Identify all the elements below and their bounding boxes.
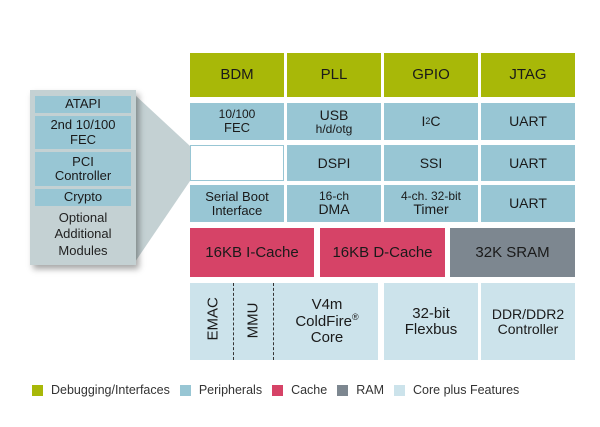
module-atapi: ATAPI (35, 96, 131, 113)
caption-line1: Optional (58, 210, 108, 225)
caption-line2: Additional (54, 226, 112, 242)
i2c-tail: C (430, 113, 441, 130)
usb-line1: USB (319, 106, 349, 123)
emac-label: EMAC (204, 297, 222, 341)
legend: Debugging/Interfaces Peripherals Cache R… (32, 383, 529, 397)
legend-label-peripherals: Peripherals (198, 383, 263, 397)
block-dma: 16-ch DMA (287, 185, 381, 222)
block-timer: 4-ch. 32-bit Timer (384, 185, 478, 222)
module-2nd-fec: 2nd 10/100 FEC (35, 116, 131, 149)
caption-line3: Modules (58, 242, 108, 258)
block-fec: 10/100 FEC (190, 103, 284, 140)
mmu-divider (273, 283, 274, 360)
block-bdm: BDM (190, 53, 284, 97)
fec-line2: FEC (224, 119, 250, 135)
timer-line2: Timer (413, 201, 449, 218)
block-dcache: 16KB D-Cache (320, 228, 445, 277)
boot-line2: Interface (211, 202, 263, 218)
optional-modules-panel: ATAPI 2nd 10/100 FEC PCI Controller Cryp… (30, 90, 136, 265)
module-crypto: Crypto (35, 189, 131, 206)
legend-cache: Cache (272, 383, 327, 397)
block-jtag: JTAG (481, 53, 575, 97)
module-pci-line1: PCI (72, 153, 94, 169)
legend-label-cache: Cache (291, 383, 328, 397)
legend-peripherals: Peripherals (179, 383, 263, 397)
legend-swatch-peripherals (179, 384, 191, 396)
ddr-line1: DDR/DDR2 (491, 305, 565, 322)
core-line1: V4m (311, 296, 343, 314)
core-line2: ColdFire (295, 313, 353, 331)
block-uart-2: UART (481, 145, 575, 181)
mmu-label: MMU (244, 302, 262, 339)
legend-swatch-cache (272, 384, 284, 396)
fec-line1: 10/100 (218, 107, 256, 122)
block-dspi: DSPI (287, 145, 381, 181)
block-empty-slot (190, 145, 284, 181)
legend-debugging: Debugging/Interfaces (32, 383, 170, 397)
block-ddr-controller: DDR/DDR2 Controller (481, 283, 575, 360)
i2c-sup: 2 (425, 115, 431, 126)
block-pll: PLL (287, 53, 381, 97)
i2c-base: I (421, 113, 426, 130)
block-ssi: SSI (384, 145, 478, 181)
flexbus-line2: Flexbus (404, 320, 458, 338)
module-pci-line2: Controller (54, 168, 112, 183)
block-flexbus: 32-bit Flexbus (384, 283, 478, 360)
block-coldfire-core (190, 283, 378, 360)
core-line3: Core (310, 328, 344, 346)
core-label: V4m ColdFire® Core (276, 283, 378, 360)
block-icache: 16KB I-Cache (190, 228, 314, 277)
registered-mark: ® (352, 312, 359, 323)
module-crypto-label: Crypto (63, 189, 103, 205)
legend-core: Core plus Features (394, 383, 519, 397)
block-sram: 32K SRAM (450, 228, 575, 277)
module-pci-controller: PCI Controller (35, 152, 131, 186)
block-uart-1: UART (481, 103, 575, 140)
legend-swatch-core (394, 384, 405, 396)
legend-label-ram: RAM (356, 383, 384, 397)
legend-swatch-ram (337, 384, 349, 396)
module-2nd-fec-line1: 2nd 10/100 (50, 117, 116, 133)
legend-ram: RAM (337, 383, 384, 397)
usb-line2: h/d/otg (315, 121, 353, 136)
legend-label-core: Core plus Features (413, 383, 520, 397)
block-gpio: GPIO (384, 53, 478, 97)
block-usb: USB h/d/otg (287, 103, 381, 140)
boot-line1: Serial Boot (205, 188, 269, 204)
emac-divider (233, 283, 234, 360)
module-atapi-label: ATAPI (65, 96, 101, 112)
block-uart-3: UART (481, 185, 575, 222)
dma-line1: 16-ch (318, 188, 350, 203)
timer-line1: 4-ch. 32-bit (400, 188, 462, 203)
ddr-line2: Controller (497, 320, 559, 337)
dma-line2: DMA (318, 201, 350, 218)
optional-modules-caption: Optional Additional Modules (30, 210, 136, 259)
flexbus-line1: 32-bit (412, 304, 450, 322)
module-2nd-fec-line2: FEC (70, 131, 96, 147)
legend-swatch-debugging (32, 384, 43, 396)
legend-label-debugging: Debugging/Interfaces (51, 383, 170, 397)
block-serial-boot: Serial Boot Interface (190, 185, 284, 222)
